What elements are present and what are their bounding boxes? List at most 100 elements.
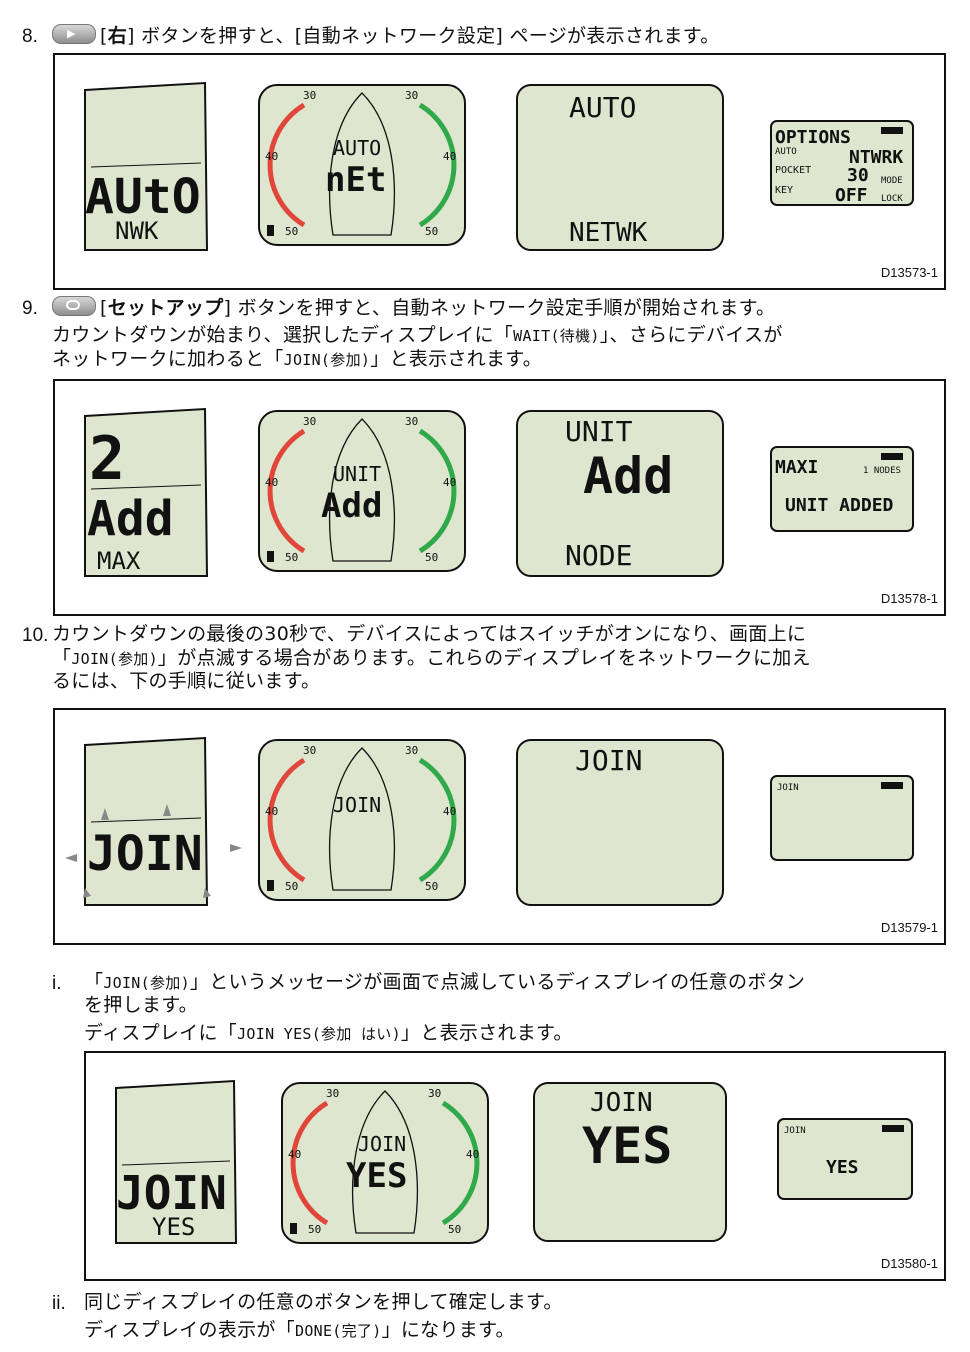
svg-text:40: 40 [443, 805, 456, 818]
d1-secondary-text: NWK [115, 217, 159, 245]
figure-3-illustration: JOIN 30 30 40 40 50 50 JOIN JOIN [65, 736, 914, 906]
step-8-number: 8. [22, 26, 38, 47]
svg-text:30: 30 [405, 415, 418, 428]
d2-secondary-text: nEt [325, 160, 386, 200]
instrument-display-3: AUTO NETWK [516, 84, 724, 251]
blink-indicator-icon [65, 804, 242, 898]
step-9-number: 9. [22, 298, 38, 319]
svg-text:2: 2 [89, 424, 125, 494]
svg-text:MAXI: MAXI [775, 457, 818, 478]
instrument-display-3: JOIN [516, 739, 724, 906]
svg-text:MODE: MODE [881, 176, 903, 186]
instrument-display-1: 2 Add MAX [84, 407, 209, 577]
svg-text:Add: Add [321, 486, 382, 526]
svg-text:50: 50 [448, 1223, 461, 1236]
svg-text:30: 30 [303, 415, 316, 428]
svg-text:JOIN: JOIN [87, 826, 203, 882]
svg-text:50: 50 [425, 551, 438, 564]
svg-text:UNIT ADDED: UNIT ADDED [785, 495, 894, 516]
analog-display-2: 30 30 40 40 50 50 UNIT Add [258, 410, 466, 572]
step-9-line-3: ネットワークに加わると「JOIN(参加)」と表示されます。 [52, 348, 543, 370]
svg-text:40: 40 [288, 1148, 301, 1161]
substep-i-line-3: ディスプレイに「JOIN YES(参加 はい)」と表示されます。 [84, 1022, 573, 1044]
svg-text:50: 50 [285, 880, 298, 893]
setup-button-icon [52, 296, 96, 316]
svg-text:40: 40 [265, 805, 278, 818]
svg-text:50: 50 [285, 551, 298, 564]
setup-button-label: セットアップ [107, 297, 224, 319]
substep-ii-marker: ii. [52, 1293, 66, 1314]
analog-display-2: 30 30 40 40 50 50 JOIN YES [281, 1082, 489, 1244]
svg-text:AUTO: AUTO [775, 147, 797, 157]
figure-code: D13580-1 [880, 1256, 938, 1271]
svg-text:JOIN: JOIN [358, 1132, 406, 1156]
handheld-display-4: MAXI 1 NODES UNIT ADDED [770, 446, 914, 532]
svg-text:JOIN: JOIN [333, 793, 381, 817]
step-8-text: ▶[右] ボタンを押すと、[自動ネットワーク設定] ページが表示されます。 [52, 24, 720, 48]
analog-display-2: 30 30 40 40 50 50 AUTO nEt [258, 84, 466, 246]
svg-text:JOIN: JOIN [116, 1166, 227, 1220]
svg-text:40: 40 [466, 1148, 479, 1161]
svg-text:40: 40 [443, 476, 456, 489]
svg-text:30: 30 [303, 89, 316, 102]
step-9-line-2: カウントダウンが始まり、選択したディスプレイに「WAIT(待機)」、さらにデバイ… [52, 324, 783, 346]
step-10-line-1: カウントダウンの最後の30秒で、デバイスによってはスイッチがオンになり、画面上に [52, 623, 807, 645]
figure-panel-1: AUtO NWK 30 30 40 40 50 50 AUTO nEt AUTO… [53, 53, 946, 290]
svg-text:50: 50 [285, 225, 298, 238]
handheld-display-4: JOIN YES [777, 1118, 913, 1200]
svg-text:40: 40 [443, 150, 456, 163]
substep-i-line-2: を押します。 [84, 994, 198, 1016]
instrument-display-1: AUtO NWK [84, 81, 209, 251]
right-button-icon: ▶ [52, 24, 96, 44]
svg-text:LOCK: LOCK [881, 194, 903, 204]
step-9-line-1: [セットアップ] ボタンを押すと、自動ネットワーク設定手順が開始されます。 [52, 296, 775, 320]
svg-text:UNIT: UNIT [565, 415, 633, 448]
svg-text:30: 30 [428, 1087, 441, 1100]
d1-primary-text: AUtO [85, 169, 201, 225]
step-10-line-2: 「JOIN(参加)」が点滅する場合があります。これらのディスプレイをネットワーク… [52, 647, 811, 669]
svg-text:Add: Add [87, 491, 174, 547]
svg-text:JOIN: JOIN [575, 744, 642, 777]
svg-text:MAX: MAX [97, 547, 141, 575]
right-button-label: 右 [107, 25, 128, 47]
svg-text:OFF: OFF [835, 185, 868, 206]
svg-text:POCKET: POCKET [775, 165, 811, 176]
svg-text:50: 50 [425, 880, 438, 893]
svg-text:40: 40 [265, 150, 278, 163]
svg-text:YES: YES [346, 1156, 407, 1196]
substep-i-marker: i. [52, 973, 62, 994]
svg-text:30: 30 [303, 744, 316, 757]
svg-text:Add: Add [583, 447, 673, 505]
d3-primary-text: AUTO [569, 91, 636, 124]
d3-secondary-text: NETWK [569, 218, 648, 248]
svg-text:JOIN: JOIN [590, 1088, 653, 1118]
svg-text:YES: YES [582, 1117, 672, 1175]
svg-text:NODE: NODE [565, 539, 632, 572]
analog-display-2: 30 30 40 40 50 50 JOIN [258, 739, 466, 901]
svg-text:KEY: KEY [775, 185, 793, 196]
instrument-display-3: UNIT Add NODE [516, 410, 724, 577]
svg-text:YES: YES [152, 1213, 195, 1241]
figure-code: D13578-1 [880, 591, 938, 606]
svg-text:30: 30 [847, 165, 869, 186]
svg-text:JOIN: JOIN [777, 783, 799, 793]
instrument-display-1: JOIN [65, 736, 242, 906]
figure-code: D13579-1 [880, 920, 938, 935]
svg-text:30: 30 [326, 1087, 339, 1100]
svg-text:50: 50 [308, 1223, 321, 1236]
figure-panel-3: JOIN 30 30 40 40 50 50 JOIN JOIN [53, 708, 946, 945]
step-10-number: 10. [22, 625, 49, 646]
svg-text:30: 30 [405, 89, 418, 102]
instrument-display-3: JOIN YES [533, 1082, 727, 1242]
figure-panel-2: 2 Add MAX 30 30 40 40 50 50 UNIT Add UNI… [53, 379, 946, 616]
svg-text:UNIT: UNIT [333, 462, 381, 486]
figure-2-illustration: 2 Add MAX 30 30 40 40 50 50 UNIT Add UNI… [84, 407, 914, 577]
figure-code: D13573-1 [880, 265, 938, 280]
svg-text:OPTIONS: OPTIONS [775, 127, 851, 148]
svg-text:JOIN: JOIN [784, 1126, 806, 1136]
substep-ii-line-2: ディスプレイの表示が「DONE(完了)」になります。 [84, 1319, 515, 1341]
svg-text:30: 30 [405, 744, 418, 757]
svg-text:1 NODES: 1 NODES [863, 466, 901, 476]
svg-text:NTWRK: NTWRK [849, 147, 903, 168]
svg-text:50: 50 [425, 225, 438, 238]
